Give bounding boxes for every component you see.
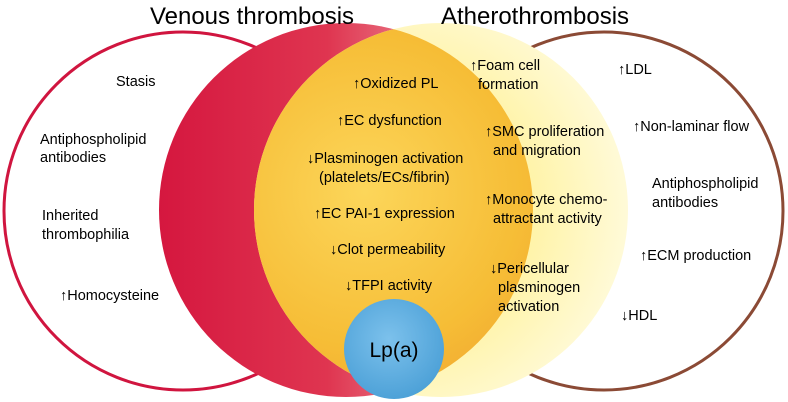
athero-mechanism: ↓Pericellular [490,261,569,277]
shared-mechanism: ↑EC PAI-1 expression [314,206,455,222]
venous-factor: Antiphospholipid [40,132,146,148]
athero-factor: ↑LDL [618,62,652,78]
athero-factor: antibodies [652,195,718,211]
shared-mechanism-list: ↑Oxidized PL ↑EC dysfunction ↓Plasminoge… [307,76,463,294]
venous-factor: thrombophilia [42,227,130,243]
shared-mechanism: ↑Oxidized PL [353,76,438,92]
athero-mechanism: ↑SMC proliferation [485,124,604,140]
athero-mechanism-list: ↑Foam cell formation ↑SMC proliferation … [470,58,608,315]
lpa-circle [344,299,444,399]
venous-factor: Inherited [42,208,98,224]
athero-factor: ↓HDL [621,308,657,324]
shared-mechanism: (platelets/ECs/fibrin) [319,170,450,186]
venous-title: Venous thrombosis [150,3,354,30]
athero-factor: Antiphospholipid [652,176,758,192]
athero-mechanism: ↑Monocyte chemo- [485,192,608,208]
athero-title: Atherothrombosis [441,3,629,30]
athero-factor: ↑Non-laminar flow [633,119,750,135]
overlap-region [254,23,533,397]
athero-mechanism: plasminogen [498,280,580,296]
shared-mechanism: ↑EC dysfunction [337,113,442,129]
athero-factor-list: ↑LDL ↑Non-laminar flow Antiphospholipid … [618,62,758,324]
shared-mechanism: ↓Clot permeability [330,242,446,258]
shared-mechanism: ↓Plasminogen activation [307,151,463,167]
lpa-label: Lp(a) [369,339,418,362]
athero-mechanism: formation [478,77,538,93]
venous-factor-list: Stasis Antiphospholipid antibodies Inher… [40,74,159,304]
athero-factor: ↑ECM production [640,248,751,264]
shared-mechanism: ↓TFPI activity [345,278,433,294]
athero-mechanism: activation [498,299,559,315]
athero-mechanism: and migration [493,143,581,159]
athero-mechanism: ↑Foam cell [470,58,540,74]
venous-factor: antibodies [40,150,106,166]
athero-mechanism: attractant activity [493,211,603,227]
venous-factor: Stasis [116,74,156,90]
venous-factor: ↑Homocysteine [60,288,159,304]
